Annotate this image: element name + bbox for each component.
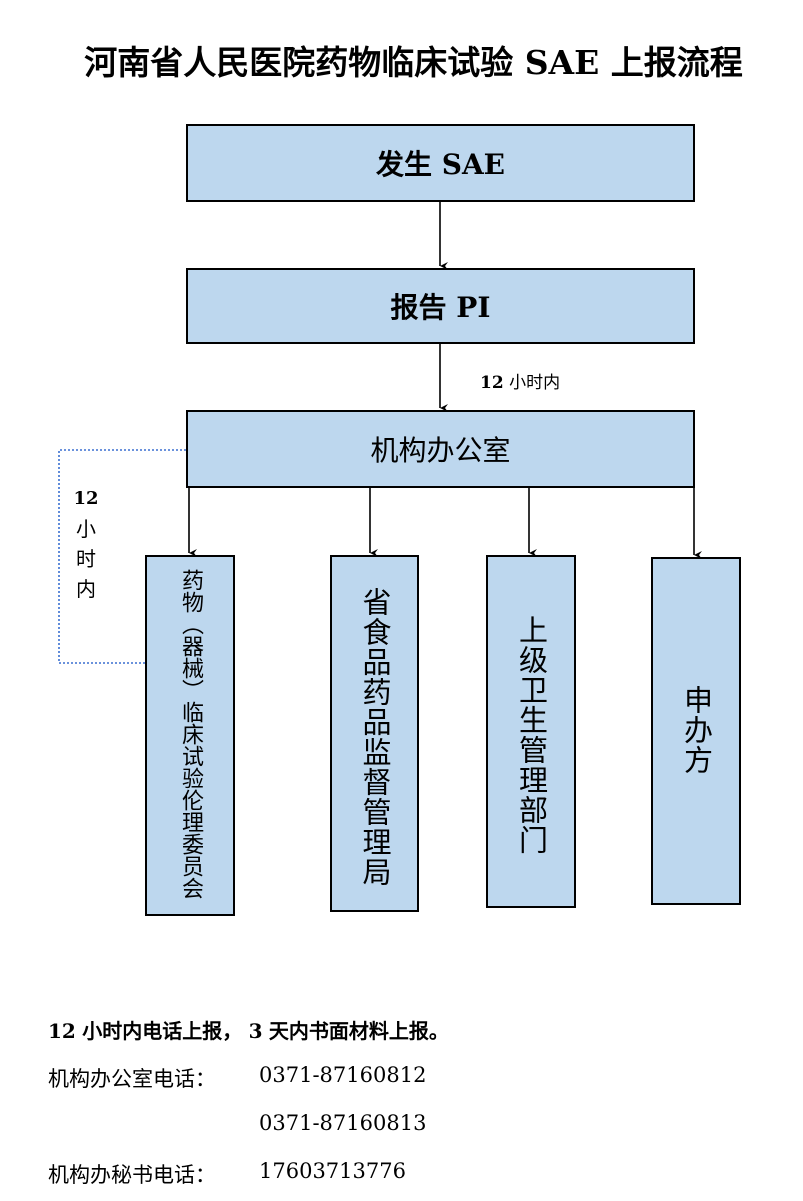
edge-label-pi-office: 12 小时内 xyxy=(480,368,560,393)
reporting-note: 12 小时内电话上报， 3 天内书面材料上报。 xyxy=(48,1015,449,1044)
dotted-link-office-ethics xyxy=(58,449,186,664)
box-ethics-committee: 药物（器械）临床试验伦理委员会 xyxy=(145,555,235,916)
edge-label-ethics-c1: 小 xyxy=(76,517,96,541)
office-phone-label: 机构办公室电话： xyxy=(48,1067,216,1091)
box-office: 机构办公室 xyxy=(186,410,695,488)
box-occur-sae: 发生 SAE xyxy=(186,124,695,202)
edge-label-pi-office-unit: 小时内 xyxy=(509,373,561,393)
note-num-12: 12 xyxy=(48,1019,76,1043)
edge-label-pi-office-num: 12 xyxy=(480,373,504,393)
secretary-phone-label: 机构办秘书电话： xyxy=(48,1163,216,1187)
secretary-phone: 17603713776 xyxy=(259,1159,406,1183)
box-office-label: 机构办公室 xyxy=(370,434,511,467)
box-provincial-fda: 省食品药品监督管理局 xyxy=(330,555,419,912)
note-text-2: 天内书面材料上报。 xyxy=(268,1019,449,1043)
box-report-pi-label: 报告 PI xyxy=(390,291,491,324)
note-num-3: 3 xyxy=(248,1019,263,1043)
edge-label-ethics-num: 12 xyxy=(73,488,99,509)
box-ethics-label: 药物（器械）临床试验伦理委员会 xyxy=(178,569,203,899)
page-title: 河南省人民医院药物临床试验 SAE 上报流程 xyxy=(84,43,743,82)
box-health-department: 上级卫生管理部门 xyxy=(486,555,576,908)
note-text-1: 小时内电话上报， xyxy=(82,1019,243,1043)
edge-label-ethics-c3: 内 xyxy=(76,577,96,601)
box-sponsor-label: 申办方 xyxy=(679,685,714,775)
box-report-pi: 报告 PI xyxy=(186,268,695,344)
box-health-label: 上级卫生管理部门 xyxy=(514,615,549,855)
box-fda-label: 省食品药品监督管理局 xyxy=(358,587,392,887)
box-sponsor: 申办方 xyxy=(651,557,741,905)
office-phone-1: 0371-87160812 xyxy=(259,1063,427,1087)
edge-label-ethics: 12 小 时 内 xyxy=(70,484,102,604)
office-phone-2: 0371-87160813 xyxy=(259,1111,427,1135)
edge-label-ethics-c2: 时 xyxy=(76,547,96,571)
box-occur-sae-label: 发生 SAE xyxy=(375,148,506,181)
